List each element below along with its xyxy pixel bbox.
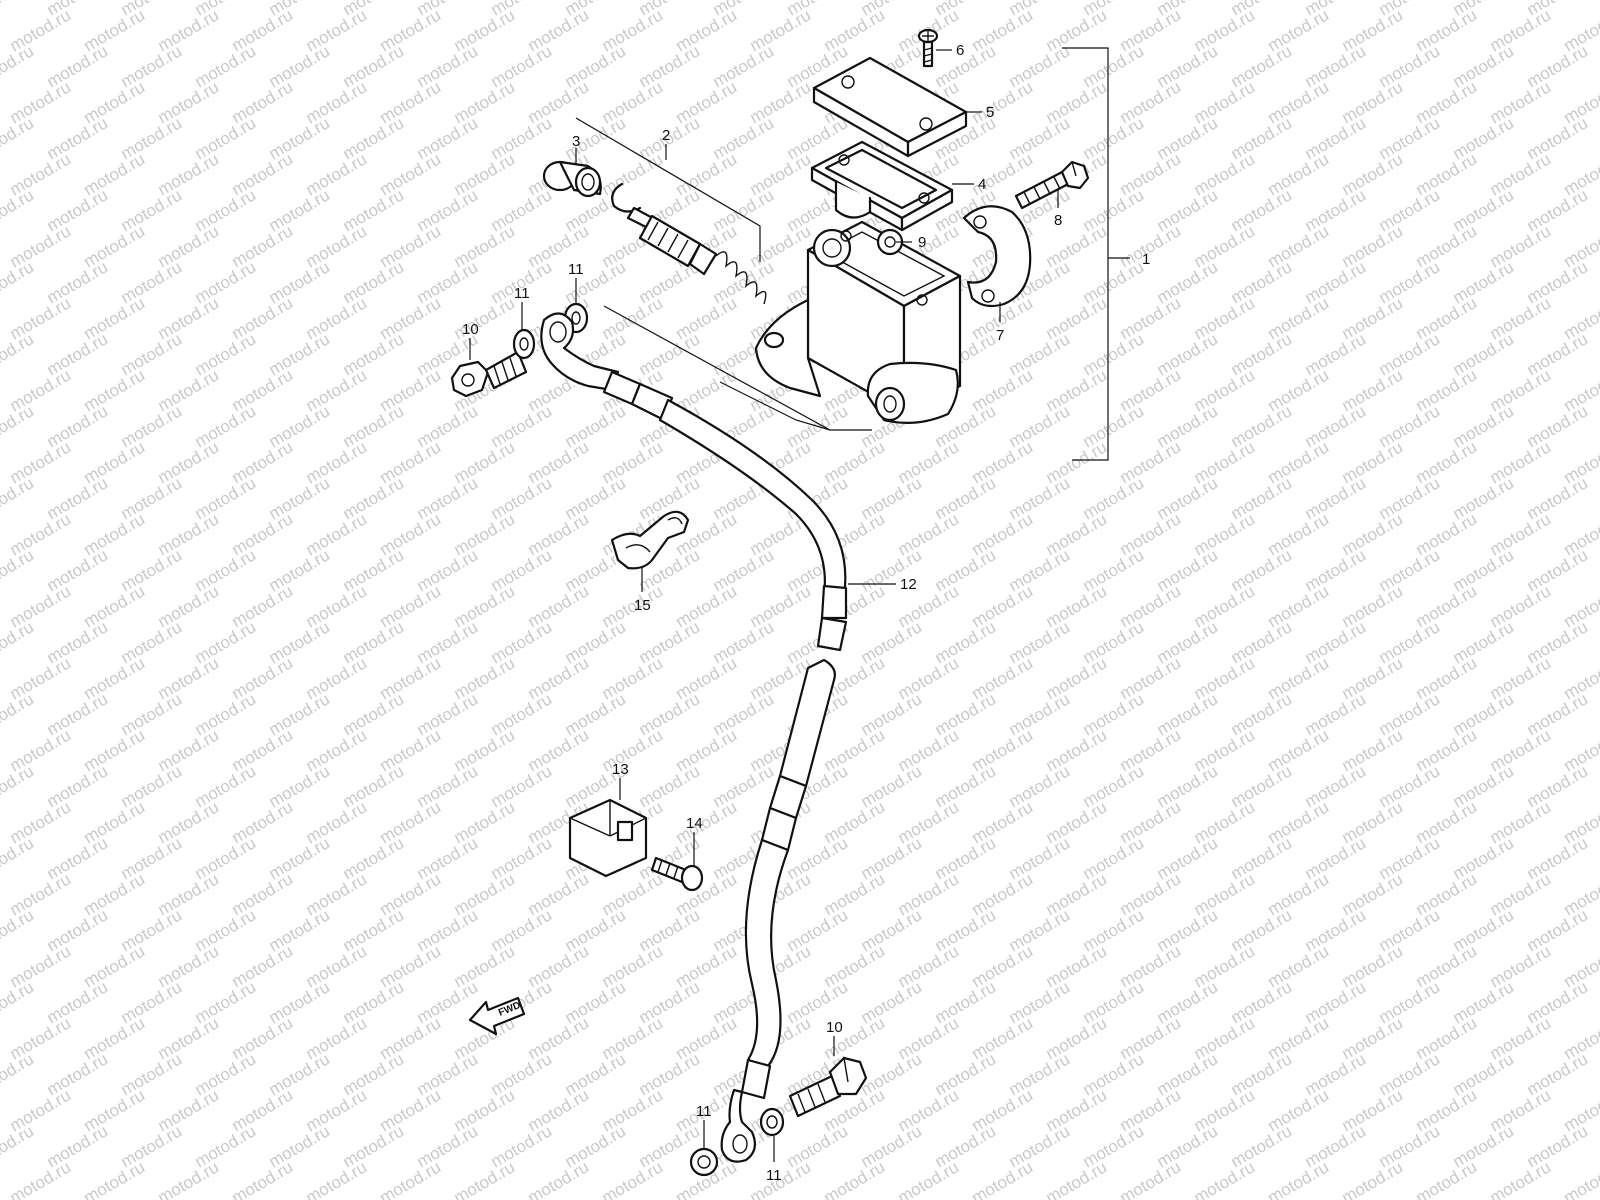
watermark-text: motod.ru	[0, 473, 37, 523]
watermark-text: motod.ru	[0, 761, 37, 811]
guide-bolt-part	[650, 856, 704, 892]
clamp-bolt-part	[1014, 160, 1090, 210]
watermark-text: motod.ru	[1191, 1157, 1259, 1200]
master-cylinder-body-part	[603, 220, 962, 431]
watermark-text: motod.ru	[0, 0, 37, 19]
watermark-text: motod.ru	[1413, 1157, 1481, 1200]
washer-top-a-part	[512, 328, 536, 360]
callout-15: 15	[634, 597, 651, 614]
watermark-text: motod.ru	[0, 257, 37, 307]
watermark-text: motod.ru	[0, 1121, 37, 1171]
watermark-text: motod.ru	[229, 1157, 297, 1200]
watermark-text: motod.ru	[525, 1157, 593, 1200]
callout-11-top-a: 11	[514, 285, 530, 302]
callout-7: 7	[996, 327, 1004, 344]
callout-5: 5	[986, 104, 994, 121]
callout-10-top: 10	[462, 321, 479, 338]
watermark-text: motod.ru	[0, 977, 37, 1027]
diaphragm-part	[810, 140, 954, 232]
callout-labels: 1 2 3 4 5 6 7 8 9 10 11 11 12 13 14 15 1…	[462, 42, 1150, 1184]
callout-10-bottom: 10	[826, 1019, 843, 1036]
callout-13: 13	[612, 761, 629, 778]
callout-2: 2	[662, 127, 670, 144]
watermark-text: motod.ru	[303, 1157, 371, 1200]
watermark-text: motod.ru	[599, 1157, 667, 1200]
watermark-text: motod.ru	[0, 41, 37, 91]
watermark-text: motod.ru	[0, 833, 37, 883]
watermark-text: motod.ru	[1487, 1157, 1555, 1200]
watermark-text: motod.ru	[1339, 1157, 1407, 1200]
assembly-bracket	[1062, 47, 1130, 461]
watermark-text: motod.ru	[81, 1157, 149, 1200]
watermark-text: motod.ru	[1117, 1157, 1185, 1200]
watermark-text: motod.ru	[377, 1157, 445, 1200]
callout-6: 6	[956, 42, 964, 59]
watermark-text: motod.ru	[0, 329, 37, 379]
watermark-text: motod.ru	[0, 545, 37, 595]
piston-boot-part	[542, 160, 602, 198]
watermark-text: motod.ru	[0, 905, 37, 955]
watermark-text: motod.ru	[1043, 1157, 1111, 1200]
callout-1: 1	[1142, 251, 1150, 268]
hose-guide-part	[568, 798, 648, 878]
washer-bottom-b-part	[759, 1107, 785, 1137]
callout-9: 9	[918, 234, 926, 251]
watermark-text: motod.ru	[0, 113, 37, 163]
reservoir-cap-part	[812, 56, 968, 158]
callout-11-bottom-a: 11	[696, 1103, 712, 1120]
watermark-text: motod.ru	[155, 1157, 223, 1200]
watermark-text: motod.ru	[1561, 1157, 1600, 1200]
callout-4: 4	[978, 176, 986, 193]
watermark-text: motod.ru	[1265, 1157, 1333, 1200]
hose-clamp-part	[610, 510, 690, 570]
fwd-arrow-icon: FWD	[468, 996, 526, 1036]
watermark-text: motod.ru	[821, 1157, 889, 1200]
watermark-text: motod.ru	[7, 1157, 75, 1200]
callout-12: 12	[900, 576, 917, 593]
washer-bottom-a-part	[689, 1147, 719, 1177]
watermark-text: motod.ru	[0, 1049, 37, 1099]
callout-11-bottom-b: 11	[766, 1167, 782, 1184]
watermark-text: motod.ru	[0, 185, 37, 235]
banjo-bolt-top-part	[450, 350, 528, 398]
watermark-text: motod.ru	[0, 401, 37, 451]
watermark-text: motod.ru	[895, 1157, 963, 1200]
callout-3: 3	[572, 133, 580, 150]
holder-clamp-part	[962, 205, 1032, 308]
banjo-bolt-bottom-part	[788, 1056, 868, 1118]
watermark-text: motod.ru	[0, 689, 37, 739]
callout-11-top-b: 11	[568, 261, 584, 278]
callout-8: 8	[1054, 212, 1062, 229]
watermark-text: motod.ru	[451, 1157, 519, 1200]
screw-part	[917, 28, 939, 68]
callout-14: 14	[686, 815, 703, 832]
watermark-text: motod.ru	[0, 617, 37, 667]
leader-lines	[469, 49, 1059, 1162]
watermark-text: motod.ru	[969, 1157, 1037, 1200]
brake-hose-part	[540, 312, 848, 1163]
piston-kit-part	[575, 117, 767, 305]
